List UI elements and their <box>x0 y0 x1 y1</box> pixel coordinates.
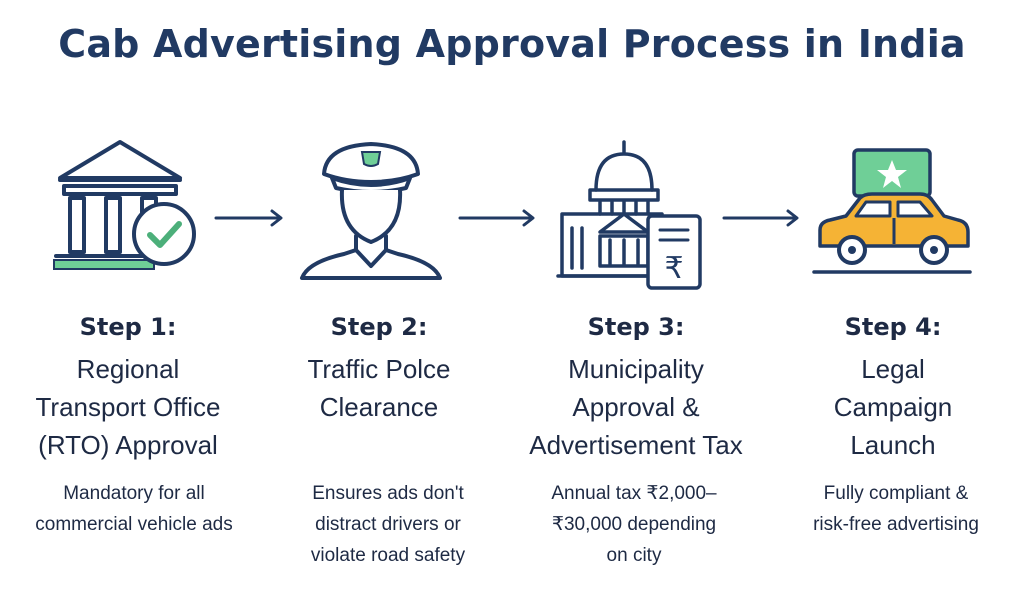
step-4-description: Fully compliant & risk-free advertising <box>776 478 1016 540</box>
step-1-label: Step 1: <box>79 313 177 341</box>
government-building-check-icon <box>53 140 196 270</box>
flow-arrow-2-icon <box>458 209 535 227</box>
step-1-description: Mandatory for all commercial vehicle ads <box>14 478 254 540</box>
step-2-desc-line-2: distract drivers or <box>315 514 461 535</box>
step-3-desc-line-1: Annual tax ₹2,000– <box>551 483 717 504</box>
step-3-title-line-1: Municipality <box>568 354 704 384</box>
flow-arrow-3-icon <box>722 209 799 227</box>
step-1: Step 1: Regional Transport Office (RTO) … <box>3 310 253 464</box>
step-3-description: Annual tax ₹2,000– ₹30,000 depending on … <box>514 478 754 571</box>
step-4-title-line-3: Launch <box>850 430 936 460</box>
step-2-desc-line-1: Ensures ads don't <box>312 483 464 504</box>
cab-with-star-sign-icon <box>812 148 972 274</box>
step-1-title-line-2: Transport Office <box>35 392 221 422</box>
step-4-label: Step 4: <box>844 313 942 341</box>
step-3-desc-line-2: ₹30,000 depending <box>551 514 717 535</box>
step-1-title-line-1: Regional <box>76 354 180 384</box>
step-2-title-line-2: Clearance <box>319 392 439 422</box>
step-4-title-line-1: Legal <box>861 354 925 384</box>
step-1-desc-line-2: commercial vehicle ads <box>35 514 233 535</box>
step-4-desc-line-1: Fully compliant & <box>823 483 969 504</box>
step-1-desc-line-1: Mandatory for all <box>63 483 205 504</box>
step-2-title-line-1: Traffic Polce <box>307 354 451 384</box>
step-2-desc-line-3: violate road safety <box>310 545 466 566</box>
step-3: Step 3: Municipality Approval & Advertis… <box>511 310 761 464</box>
municipal-building-tax-document-icon: ₹ <box>556 140 702 290</box>
step-1-title-line-3: (RTO) Approval <box>38 430 218 460</box>
rupee-symbol: ₹ <box>664 251 683 286</box>
step-3-title-line-3: Advertisement Tax <box>529 430 743 460</box>
step-3-label: Step 3: <box>587 313 685 341</box>
step-4-title-line-2: Campaign <box>833 392 953 422</box>
flow-arrow-1-icon <box>214 209 283 227</box>
step-2-description: Ensures ads don't distract drivers or vi… <box>268 478 508 571</box>
step-2-label: Step 2: <box>330 313 428 341</box>
step-3-desc-line-3: on city <box>606 545 662 566</box>
traffic-police-officer-icon <box>300 142 442 280</box>
page-title: Cab Advertising Approval Process in Indi… <box>58 22 966 66</box>
step-4-desc-line-2: risk-free advertising <box>813 514 979 535</box>
step-2: Step 2: Traffic Polce Clearance <box>254 310 504 426</box>
step-3-title-line-2: Approval & <box>572 392 700 422</box>
step-4: Step 4: Legal Campaign Launch <box>768 310 1018 464</box>
